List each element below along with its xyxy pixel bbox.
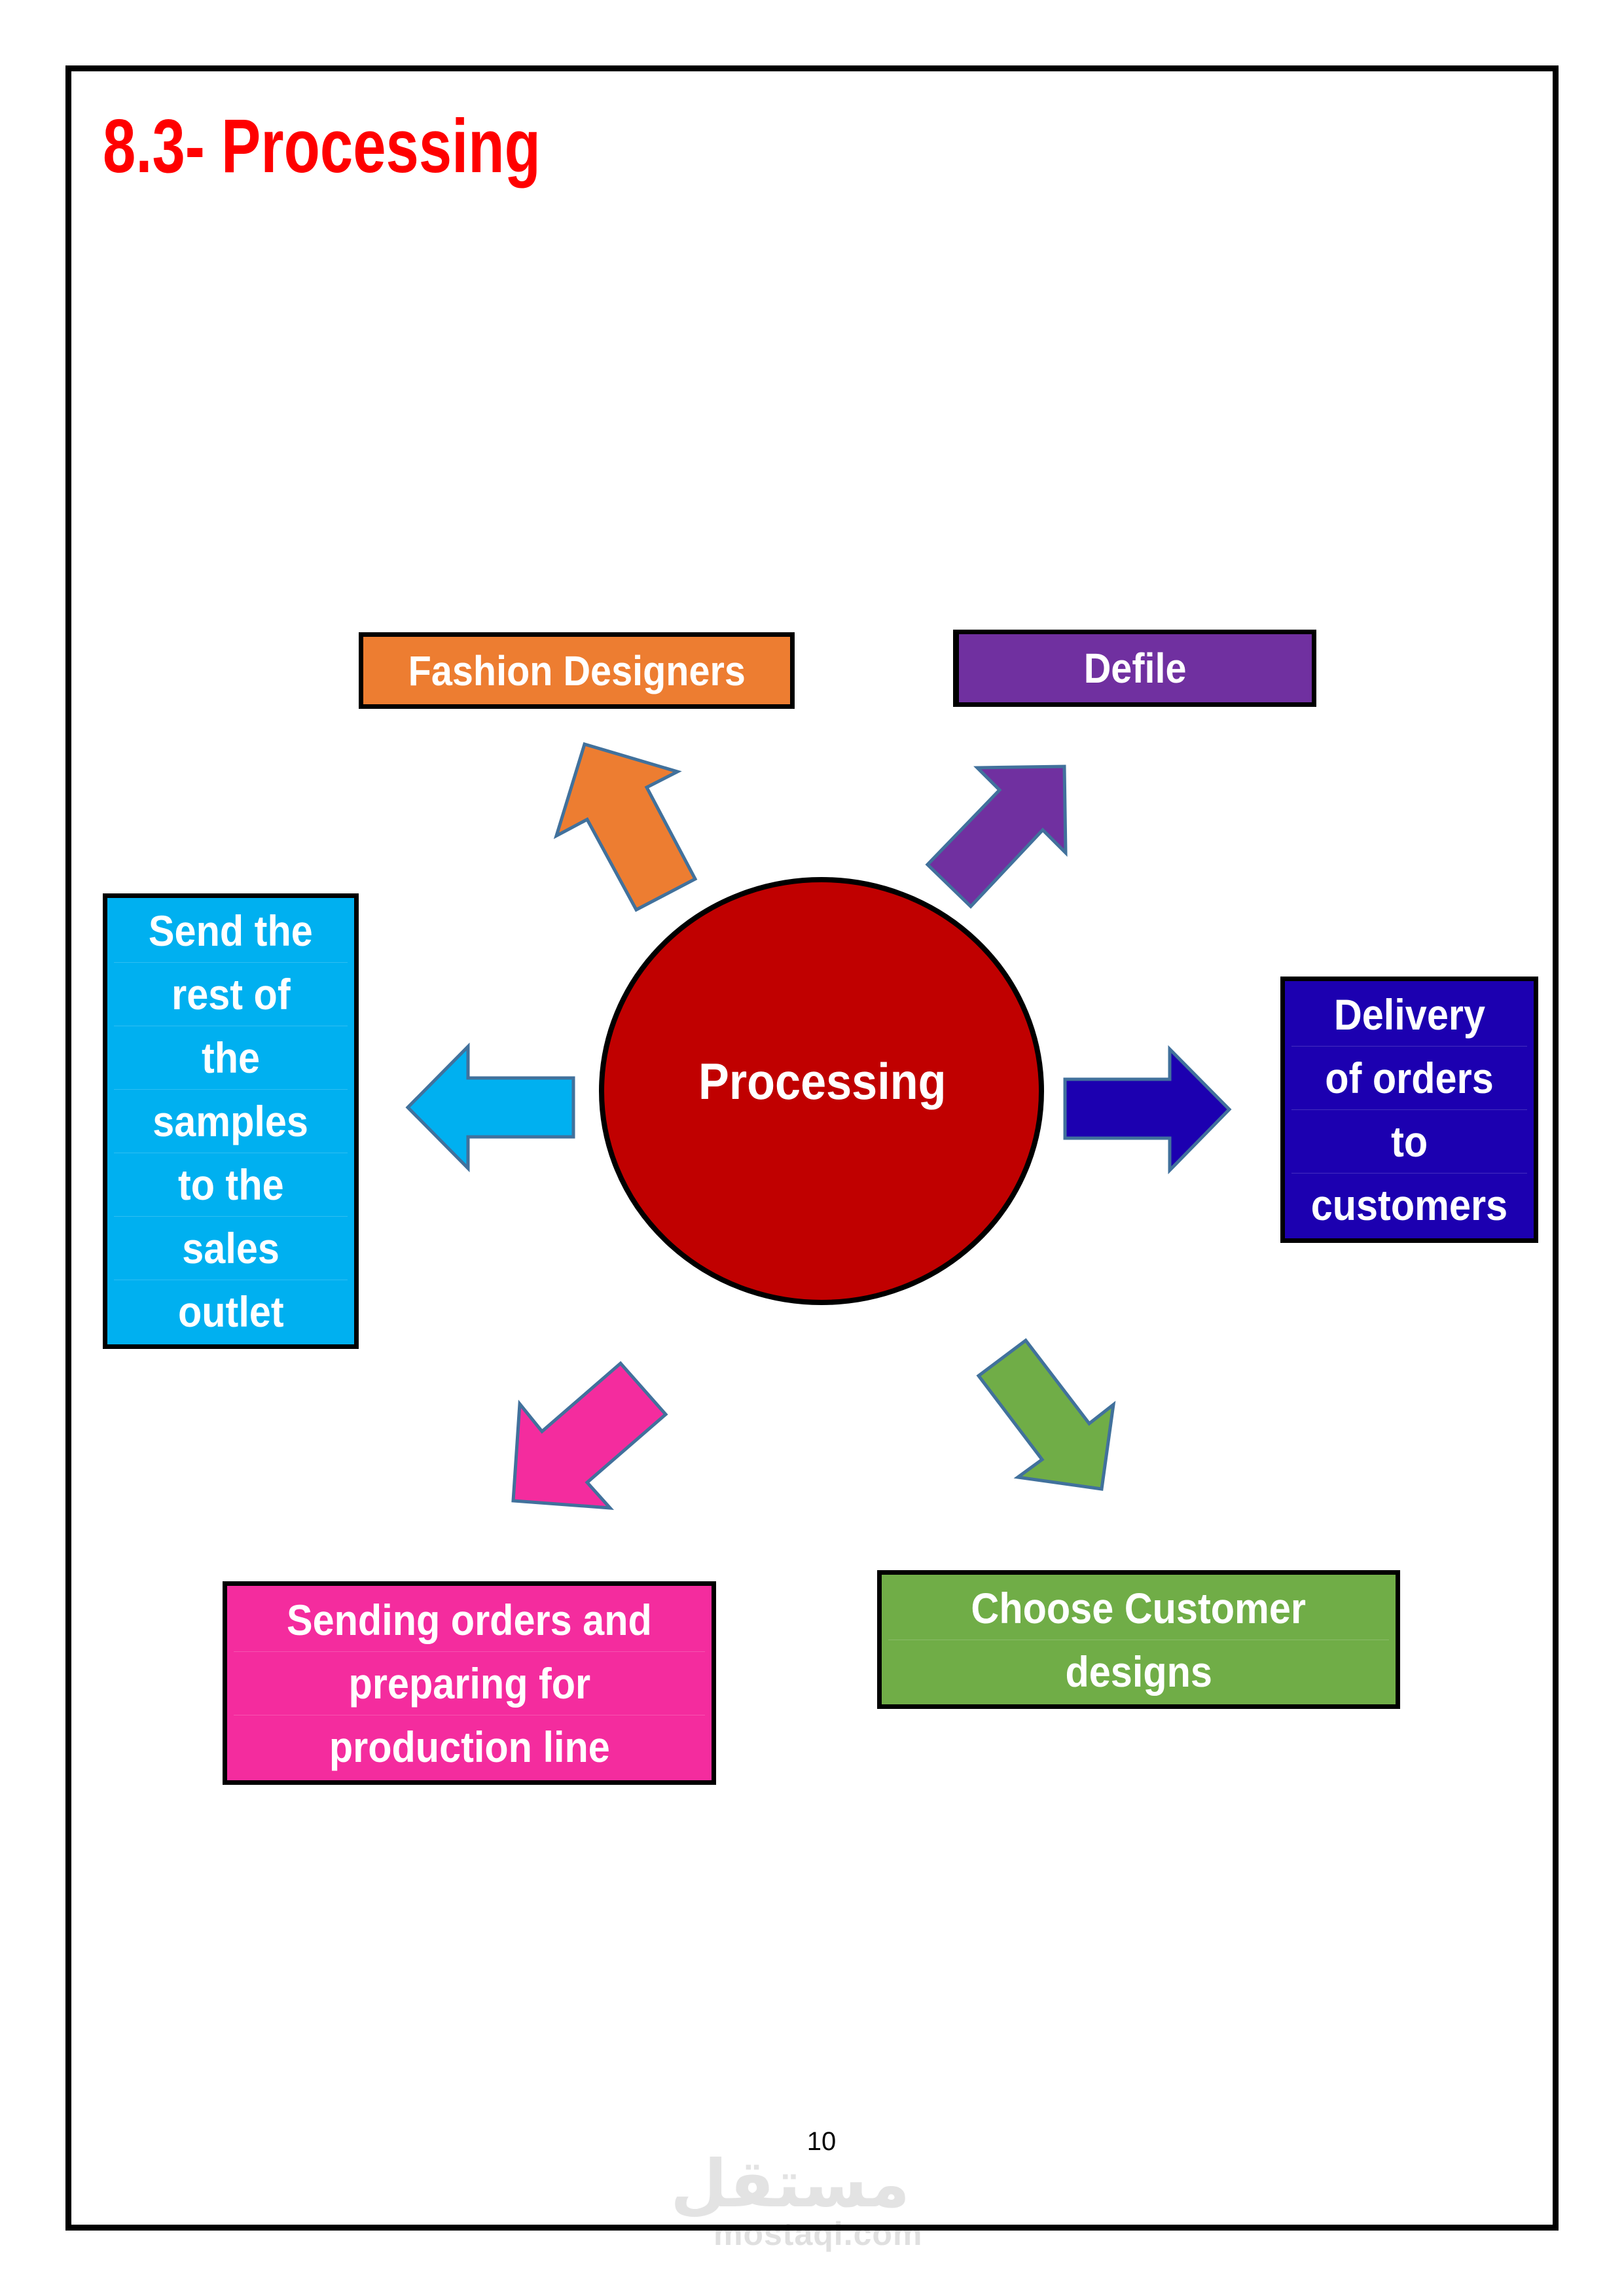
- node-text: designs: [1065, 1647, 1212, 1696]
- node-text-line: Defile: [965, 637, 1305, 700]
- watermark-logo-latin: mostaql.com: [713, 2215, 923, 2252]
- node-fashion-designers: Fashion Designers: [359, 632, 795, 709]
- node-text-line: preparing for: [234, 1652, 705, 1715]
- node-text: outlet: [177, 1287, 284, 1336]
- node-text: of orders: [1325, 1054, 1494, 1102]
- node-text-line: to: [1291, 1110, 1527, 1174]
- node-text: rest of: [171, 970, 291, 1018]
- center-label: Processing: [601, 878, 1043, 1304]
- node-text-line: outlet: [114, 1280, 348, 1343]
- node-text-line: designs: [888, 1640, 1389, 1703]
- node-text-line: Sending orders and: [234, 1588, 705, 1652]
- node-text: Choose Customer: [971, 1583, 1307, 1632]
- watermark-logo-arabic: مستقل: [670, 2145, 910, 2222]
- node-text: preparing for: [348, 1659, 590, 1708]
- arrow-to-choose-designs: [976, 1338, 1116, 1491]
- node-text-line: Delivery: [1291, 983, 1527, 1047]
- node-text-line: the: [114, 1026, 348, 1090]
- node-text-line: Choose Customer: [888, 1577, 1389, 1640]
- node-text: production line: [329, 1722, 610, 1771]
- center-circle: [599, 877, 1044, 1305]
- arrow-to-defile: [925, 764, 1068, 909]
- node-text-line: rest of: [114, 963, 348, 1026]
- node-text: customers: [1310, 1181, 1508, 1229]
- node-text-line: production line: [234, 1715, 705, 1778]
- node-text-line: to the: [114, 1153, 348, 1217]
- node-text-line: Send the: [114, 899, 348, 963]
- page-number: 10: [806, 2127, 837, 2156]
- node-text: samples: [153, 1097, 309, 1145]
- center-label-text: Processing: [698, 1052, 947, 1110]
- node-text: Defile: [1084, 645, 1187, 692]
- node-text: Fashion Designers: [408, 647, 746, 694]
- arrow-to-sending-orders: [511, 1361, 668, 1510]
- node-text-line: customers: [1291, 1174, 1527, 1236]
- node-text: the: [201, 1033, 261, 1082]
- section-title: 8.3- Processing: [103, 103, 541, 188]
- node-text: Send the: [149, 906, 313, 955]
- node-text: to: [1390, 1117, 1428, 1166]
- node-text: Sending orders and: [287, 1595, 652, 1644]
- node-text: Delivery: [1333, 990, 1485, 1039]
- node-text-line: Fashion Designers: [370, 639, 784, 702]
- node-choose-designs: Choose Customer designs: [877, 1570, 1400, 1709]
- node-sending-orders: Sending orders and preparing for productio…: [223, 1581, 716, 1785]
- node-text-line: samples: [114, 1090, 348, 1153]
- node-text-line: sales: [114, 1217, 348, 1280]
- node-text-line: of orders: [1291, 1047, 1527, 1110]
- arrow-to-delivery: [1063, 1045, 1232, 1175]
- arrow-to-fashion-designers: [553, 742, 698, 912]
- node-text: to the: [177, 1160, 284, 1209]
- node-send-samples: Send the rest of the samples to the sales outl…: [103, 893, 359, 1349]
- node-defile: Defile: [953, 630, 1316, 707]
- arrow-to-send-samples: [405, 1042, 575, 1173]
- node-text: sales: [182, 1224, 280, 1272]
- node-delivery: Delivery of orders to customers: [1280, 977, 1538, 1243]
